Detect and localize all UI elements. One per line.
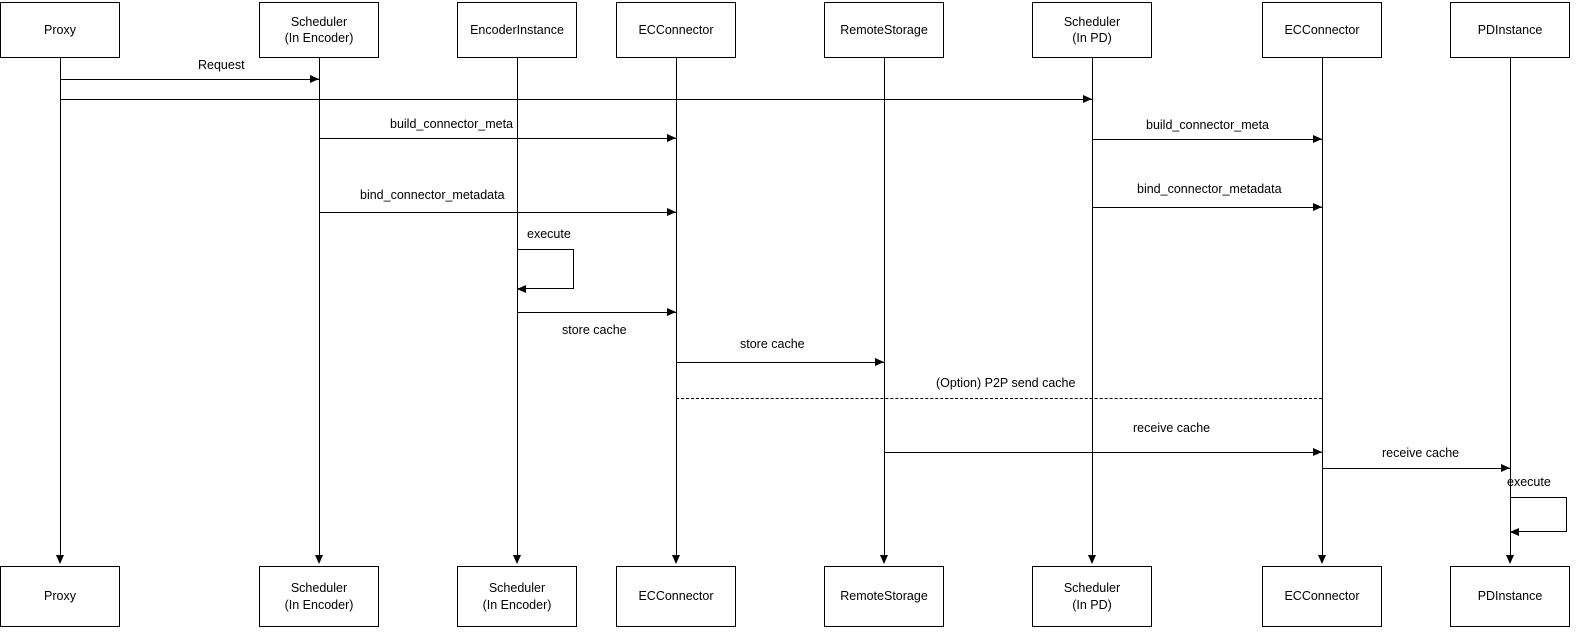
message-arrowhead-m2 <box>1083 95 1092 103</box>
lifeline-proxy <box>60 58 61 558</box>
bottom-participant-box-sched-pd[interactable]: Scheduler (In PD) <box>1032 566 1152 627</box>
top-participant-label-pd-inst: PDInstance <box>1477 22 1543 37</box>
top-participant-box-encoder-inst[interactable]: EncoderInstance <box>457 2 577 58</box>
self-message-label-s1: execute <box>527 227 571 241</box>
message-line-m8 <box>676 362 884 363</box>
bottom-participant-box-encoder-inst[interactable]: Scheduler (In Encoder) <box>457 566 577 627</box>
message-line-m10 <box>884 452 1322 453</box>
lifeline-ecc-2 <box>1322 58 1323 558</box>
message-line-m7 <box>517 312 676 313</box>
message-line-m3 <box>319 138 676 139</box>
top-participant-label-sched-pd: Scheduler <box>1063 14 1121 29</box>
top-participant-label-proxy: Proxy <box>44 22 76 37</box>
bottom-participant-box-ecc-2[interactable]: ECConnector <box>1262 566 1382 627</box>
self-message-loop-s1 <box>517 249 574 289</box>
top-participant-box-ecc-1[interactable]: ECConnector <box>616 2 736 58</box>
top-participant-label-ecc-1: ECConnector <box>638 22 714 37</box>
bottom-participant-box-remote-store[interactable]: RemoteStorage <box>824 566 944 627</box>
message-line-m4 <box>1092 139 1322 140</box>
message-label-m8: store cache <box>740 337 805 351</box>
top-participant-sublabel-sched-enc: (In Encoder) <box>284 31 354 45</box>
lifeline-end-arrow-proxy <box>56 555 64 564</box>
lifeline-sched-pd <box>1092 58 1093 558</box>
top-participant-label-remote-store: RemoteStorage <box>840 22 928 37</box>
message-label-m10: receive cache <box>1133 421 1211 435</box>
message-line-m1 <box>60 79 319 80</box>
message-label-m1: Request <box>198 58 245 72</box>
lifeline-end-arrow-pd-inst <box>1506 555 1514 564</box>
self-message-loop-s2 <box>1510 497 1567 532</box>
bottom-participant-box-ecc-1[interactable]: ECConnector <box>616 566 736 627</box>
message-line-m6 <box>1092 207 1322 208</box>
top-participant-label-ecc-2: ECConnector <box>1284 22 1360 37</box>
message-line-m9 <box>676 398 1322 399</box>
message-line-m5 <box>319 212 676 213</box>
message-arrowhead-m1 <box>310 75 319 83</box>
lifeline-end-arrow-sched-enc <box>315 555 323 564</box>
top-participant-sublabel-sched-pd: (In PD) <box>1072 31 1112 45</box>
lifeline-sched-enc <box>319 58 320 558</box>
message-arrowhead-m11 <box>1501 464 1510 472</box>
top-participant-label-encoder-inst: EncoderInstance <box>470 22 564 37</box>
bottom-participant-sublabel-sched-pd: (In PD) <box>1072 597 1112 612</box>
bottom-participant-label-remote-store: RemoteStorage <box>840 589 928 604</box>
top-participant-box-sched-pd[interactable]: Scheduler (In PD) <box>1032 2 1152 58</box>
bottom-participant-label-ecc-1: ECConnector <box>638 589 714 604</box>
message-label-m3: build_connector_meta <box>390 117 513 131</box>
message-label-m11: receive cache <box>1382 446 1460 460</box>
self-message-arrowhead-s1 <box>517 285 526 293</box>
message-arrowhead-m7 <box>667 308 676 316</box>
message-label-m9: (Option) P2P send cache <box>936 376 1076 390</box>
bottom-participant-sublabel-sched-enc: (In Encoder) <box>284 597 354 612</box>
message-label-m4: build_connector_meta <box>1146 118 1269 132</box>
top-participant-box-pd-inst[interactable]: PDInstance <box>1450 2 1570 58</box>
bottom-participant-label-sched-enc: Scheduler <box>290 581 348 595</box>
bottom-participant-label-sched-pd: Scheduler <box>1063 581 1121 595</box>
message-arrowhead-m10 <box>1313 448 1322 456</box>
lifeline-encoder-inst <box>517 58 518 558</box>
lifeline-end-arrow-ecc-1 <box>672 555 680 564</box>
message-arrowhead-m6 <box>1313 203 1322 211</box>
bottom-participant-box-pd-inst[interactable]: PDInstance <box>1450 566 1570 627</box>
self-message-arrowhead-s2 <box>1510 528 1519 536</box>
message-label-m6: bind_connector_metadata <box>1137 182 1282 196</box>
lifeline-end-arrow-remote-store <box>880 555 888 564</box>
self-message-label-s2: execute <box>1507 475 1551 489</box>
message-arrowhead-m3 <box>667 134 676 142</box>
lifeline-pd-inst <box>1510 58 1511 558</box>
top-participant-box-sched-enc[interactable]: Scheduler (In Encoder) <box>259 2 379 58</box>
lifeline-remote-store <box>884 58 885 558</box>
lifeline-end-arrow-ecc-2 <box>1318 555 1326 564</box>
message-label-m7: store cache <box>562 323 627 337</box>
message-arrowhead-m4 <box>1313 135 1322 143</box>
message-arrowhead-m8 <box>875 358 884 366</box>
top-participant-box-remote-store[interactable]: RemoteStorage <box>824 2 944 58</box>
message-arrowhead-m5 <box>667 208 676 216</box>
bottom-participant-label-proxy: Proxy <box>44 589 76 604</box>
lifeline-ecc-1 <box>676 58 677 558</box>
bottom-participant-label-pd-inst: PDInstance <box>1477 589 1543 604</box>
message-line-m11 <box>1322 468 1510 469</box>
top-participant-box-proxy[interactable]: Proxy <box>0 2 120 58</box>
bottom-participant-box-sched-enc[interactable]: Scheduler (In Encoder) <box>259 566 379 627</box>
lifeline-end-arrow-encoder-inst <box>513 555 521 564</box>
top-participant-box-ecc-2[interactable]: ECConnector <box>1262 2 1382 58</box>
lifeline-end-arrow-sched-pd <box>1088 555 1096 564</box>
message-label-m5: bind_connector_metadata <box>360 188 505 202</box>
message-line-m2 <box>60 99 1092 100</box>
bottom-participant-label-encoder-inst: Scheduler <box>488 581 546 595</box>
top-participant-label-sched-enc: Scheduler <box>290 14 348 29</box>
bottom-participant-box-proxy[interactable]: Proxy <box>0 566 120 627</box>
bottom-participant-sublabel-encoder-inst: (In Encoder) <box>482 597 552 612</box>
bottom-participant-label-ecc-2: ECConnector <box>1284 589 1360 604</box>
